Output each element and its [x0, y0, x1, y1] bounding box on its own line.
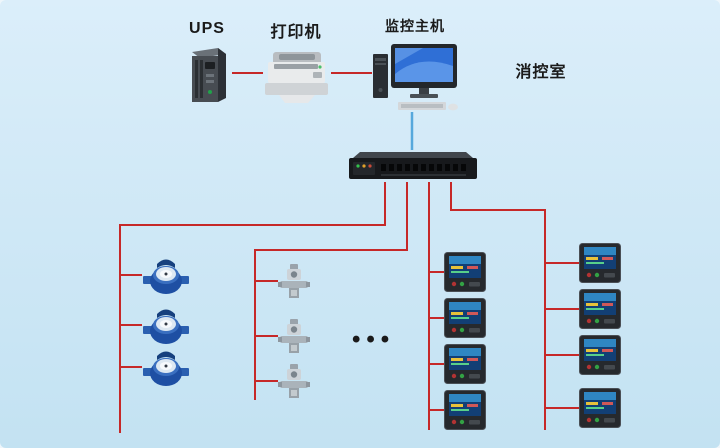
computer-icon	[371, 42, 459, 112]
power-meter-icon	[579, 243, 621, 283]
host-label: 监控主机	[385, 18, 445, 34]
control-room-label: 消控室	[515, 64, 567, 81]
ups-icon	[184, 44, 230, 104]
ellipsis-label: •••	[352, 326, 396, 353]
water-meter-icon	[141, 253, 191, 297]
network-switch-icon	[345, 151, 481, 183]
power-meter-icon	[579, 388, 621, 428]
water-meter-icon	[141, 303, 191, 347]
ups-label: UPS	[189, 20, 225, 37]
pipe-sensor-icon	[277, 362, 311, 400]
power-meter-icon	[579, 289, 621, 329]
power-meter-icon	[579, 335, 621, 375]
printer-icon	[262, 50, 331, 104]
pipe-sensor-icon	[277, 262, 311, 300]
power-meter-icon	[444, 344, 486, 384]
power-meter-icon	[444, 298, 486, 338]
pipe-sensor-icon	[277, 317, 311, 355]
printer-label: 打印机	[270, 24, 322, 41]
power-meter-icon	[444, 252, 486, 292]
power-meter-icon	[444, 390, 486, 430]
water-meter-icon	[141, 345, 191, 389]
